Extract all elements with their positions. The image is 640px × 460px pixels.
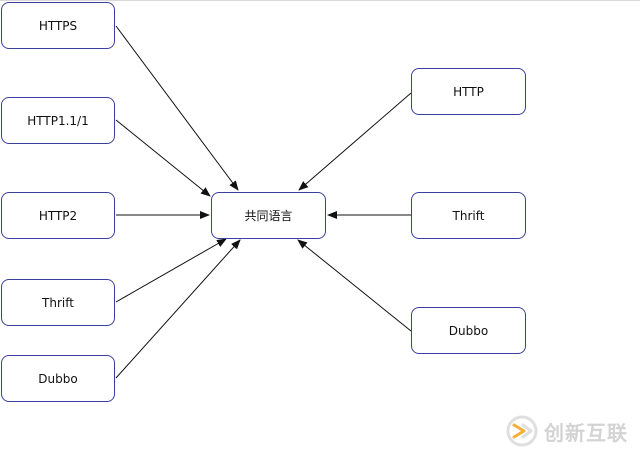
node-common-language: 共同语言 xyxy=(211,192,326,239)
node-http11-label: HTTP1.1/1 xyxy=(27,113,89,128)
edge-http-to-center xyxy=(298,92,412,191)
node-http2: HTTP2 xyxy=(1,192,115,239)
node-http: HTTP xyxy=(411,68,526,115)
node-dubbo-left-label: Dubbo xyxy=(38,371,78,386)
node-dubbo-right-label: Dubbo xyxy=(448,323,489,338)
edge-dubbo-right-to-center xyxy=(297,239,412,332)
node-thrift-left-label: Thrift xyxy=(42,295,74,310)
node-https-label: HTTPS xyxy=(38,18,78,33)
node-http11: HTTP1.1/1 xyxy=(1,97,115,144)
node-dubbo-right: Dubbo xyxy=(411,307,526,354)
edge-https-to-center xyxy=(115,25,239,191)
node-thrift-left: Thrift xyxy=(1,279,115,326)
node-thrift-right: Thrift xyxy=(411,192,526,239)
edge-http11-to-center xyxy=(115,119,211,197)
watermark-text: 创新互联 xyxy=(544,420,628,445)
node-common-language-label: 共同语言 xyxy=(244,209,293,223)
edge-dubbo-left-to-center xyxy=(115,239,241,379)
node-https: HTTPS xyxy=(1,2,115,49)
node-dubbo-left: Dubbo xyxy=(1,355,115,402)
node-http2-label: HTTP2 xyxy=(38,208,78,223)
watermark: 创新互联 xyxy=(506,414,628,448)
edge-thrift-left-to-center xyxy=(115,238,227,303)
top-border-line xyxy=(0,0,640,1)
node-http-label: HTTP xyxy=(453,84,484,99)
brand-logo-icon xyxy=(506,415,538,447)
node-thrift-right-label: Thrift xyxy=(452,208,485,223)
